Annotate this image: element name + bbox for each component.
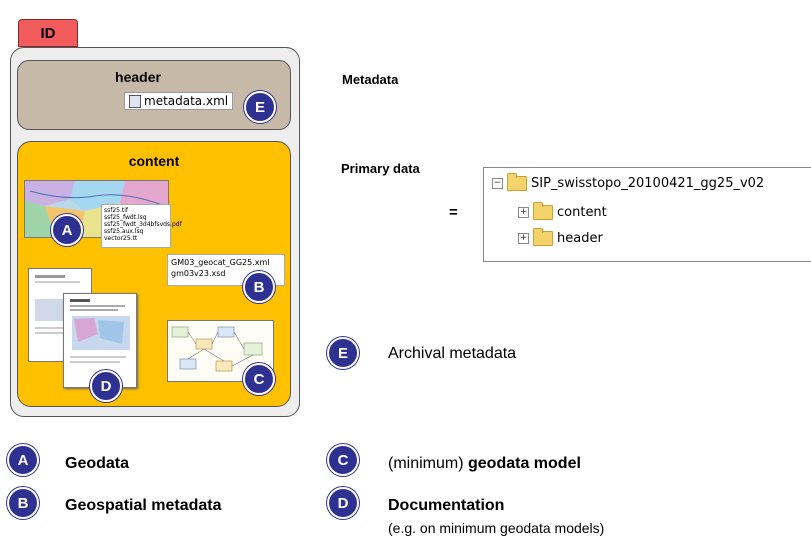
badge-d-content: D	[90, 370, 122, 402]
badge-a-legend: A	[7, 444, 39, 476]
geodata-file: vector25.tt	[104, 235, 138, 242]
collapse-icon[interactable]: −	[492, 178, 503, 189]
metadata-xml-label: metadata.xml	[144, 94, 229, 108]
legend-d-text: Documentation	[388, 497, 505, 514]
tree-root-row[interactable]: − SIP_swisstopo_20100421_gg25_v02	[492, 173, 765, 191]
badge-d-legend: D	[327, 487, 359, 519]
folder-icon	[533, 228, 553, 246]
geodata-file: ssf25_fwdt.lsq	[104, 214, 147, 221]
badge-c-content: C	[243, 363, 275, 395]
primary-data-label: Primary data	[341, 161, 420, 176]
metadata-file: GM03_geocat_GG25.xml	[171, 258, 270, 267]
folder-icon	[507, 173, 527, 191]
id-tab: ID	[18, 19, 78, 47]
documentation-page-front	[63, 293, 137, 388]
geodata-file: ssf25.aux.lsq	[104, 228, 144, 235]
id-label: ID	[40, 24, 56, 42]
legend-a-text: Geodata	[65, 455, 130, 472]
tree-item-label: content	[557, 205, 607, 220]
tree-item-label: header	[557, 231, 603, 246]
badge-c-legend: C	[327, 444, 359, 476]
badge-b-legend: B	[7, 487, 39, 519]
geodata-file-list: ssf25.tif ssf25_fwdt.lsq ssf25_fwdt_3d4b…	[101, 204, 182, 248]
badge-a-content: A	[51, 214, 83, 246]
xml-file-icon	[129, 94, 141, 108]
metadata-file: gm03v23.xsd	[171, 269, 226, 278]
tree-root-label: SIP_swisstopo_20100421_gg25_v02	[531, 176, 765, 191]
badge-e-legend: E	[327, 337, 359, 369]
legend-d-subtext: (e.g. on minimum geodata models)	[388, 520, 605, 536]
content-title: content	[128, 153, 180, 169]
legend-c-bold: geodata model	[468, 455, 581, 472]
tree-item-header[interactable]: + header	[518, 228, 603, 246]
folder-icon	[533, 202, 553, 220]
metadata-xml-file: metadata.xml	[124, 92, 234, 110]
legend-e-text: Archival metadata	[388, 345, 517, 362]
metadata-label: Metadata	[342, 72, 399, 87]
equals-sign: =	[449, 204, 458, 221]
legend-c-prefix: (minimum)	[388, 455, 468, 472]
geodata-file: ssf25_fwdt_3d4bfsvds.pdf	[104, 221, 182, 228]
legend-c-text: (minimum) geodata model	[388, 455, 581, 473]
doc-page-image	[70, 299, 130, 363]
badge-e-header: E	[244, 91, 276, 123]
expand-icon[interactable]: +	[518, 233, 529, 244]
folder-tree: − SIP_swisstopo_20100421_gg25_v02 + cont…	[483, 167, 811, 262]
header-box: header metadata.xml	[17, 60, 291, 130]
badge-b-content: B	[243, 271, 275, 303]
legend-b-text: Geospatial metadata	[65, 497, 222, 514]
header-title: header	[115, 69, 161, 85]
expand-icon[interactable]: +	[518, 207, 529, 218]
geodata-file: ssf25.tif	[104, 207, 129, 214]
tree-item-content[interactable]: + content	[518, 202, 607, 220]
